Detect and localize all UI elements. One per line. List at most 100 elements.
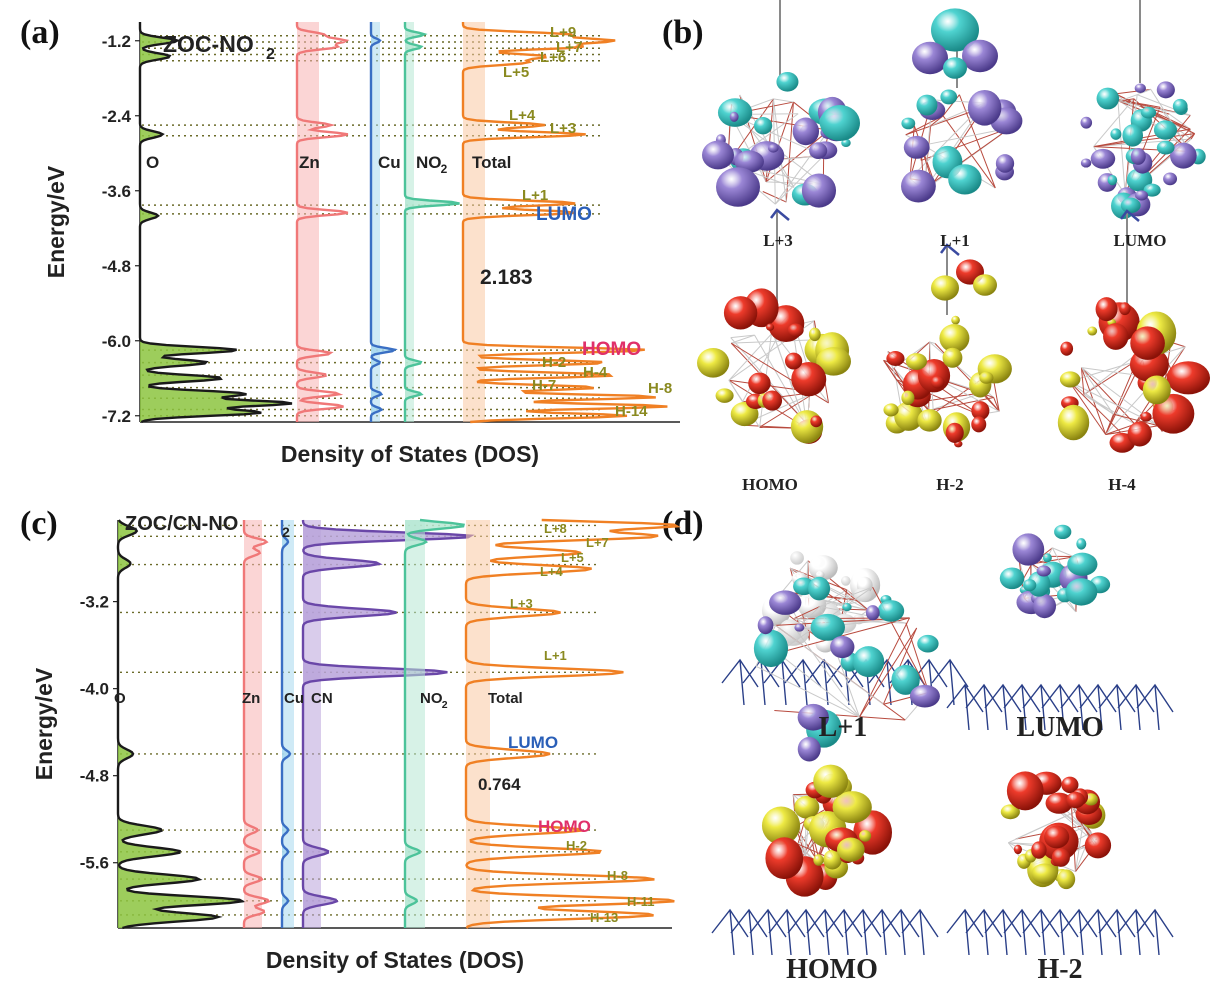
orbital-caption: HOMO bbox=[786, 954, 878, 983]
orbital-lobe bbox=[729, 111, 739, 122]
dos-curve-total bbox=[461, 22, 668, 424]
cage-bond bbox=[765, 129, 830, 183]
column-label: NO bbox=[420, 690, 443, 707]
orbital-caption: L+1 bbox=[819, 712, 868, 743]
orbital-lobe bbox=[1060, 341, 1074, 356]
cn-bond bbox=[1041, 908, 1079, 956]
column-label: O bbox=[114, 690, 126, 707]
dos-band-total bbox=[463, 22, 485, 422]
y-tick-label: -4.0 bbox=[80, 680, 109, 699]
orbital-lobe bbox=[768, 143, 779, 153]
orbital-level-label: H-8 bbox=[648, 380, 672, 397]
y-tick-label: -2.4 bbox=[102, 107, 132, 126]
cn-bond bbox=[1117, 683, 1155, 731]
orbital-b-homo bbox=[697, 208, 851, 444]
orbital-lobe bbox=[836, 837, 865, 862]
cage-bond bbox=[759, 391, 816, 428]
y-axis-label: Energy/eV bbox=[43, 165, 69, 278]
orbital-level-label: L+4 bbox=[509, 107, 536, 124]
column-label: Zn bbox=[242, 690, 260, 707]
cage-bond bbox=[1081, 367, 1136, 425]
orbital-lobe bbox=[1166, 361, 1211, 395]
orbital-caption: LUMO bbox=[1114, 231, 1167, 250]
orbital-lobe bbox=[840, 576, 851, 586]
orbital-lobe bbox=[905, 353, 927, 370]
orbital-level-label: HOMO bbox=[538, 817, 591, 836]
orbital-level-label: H-8 bbox=[607, 868, 628, 883]
panel-label-b: (b) bbox=[662, 14, 704, 51]
orbital-lobe bbox=[1051, 848, 1070, 867]
orbital-lobe bbox=[794, 795, 820, 819]
orbital-lobe bbox=[1065, 578, 1098, 606]
orbital-level-label: L+1 bbox=[522, 187, 548, 204]
y-tick-label: -5.6 bbox=[80, 854, 109, 873]
orbital-lobe bbox=[791, 362, 827, 397]
orbital-lobe bbox=[832, 791, 872, 824]
cage-bond bbox=[1093, 133, 1195, 148]
orbital-lobe bbox=[1163, 172, 1178, 186]
cage-bond bbox=[859, 627, 918, 718]
orbital-lobe bbox=[734, 150, 764, 173]
cage-bond bbox=[1117, 99, 1126, 195]
orbital-lobe bbox=[765, 837, 804, 880]
orbital-lobe bbox=[1096, 87, 1120, 110]
orbital-level-label: H-4 bbox=[583, 364, 608, 381]
orbital-lobe bbox=[943, 57, 967, 79]
cage-bond bbox=[795, 629, 860, 718]
orbital-lobe bbox=[823, 849, 842, 870]
cage-bond bbox=[1093, 98, 1135, 147]
dos-curve-total bbox=[464, 518, 681, 929]
orbital-lobe bbox=[1045, 792, 1073, 814]
orbital-caption: H-2 bbox=[1037, 954, 1082, 983]
orbital-lobe bbox=[1057, 869, 1076, 890]
orbital-b-l1 bbox=[901, 8, 1023, 203]
cage-bond bbox=[942, 115, 996, 189]
orbital-lobe bbox=[748, 372, 771, 395]
orbital-lobe bbox=[852, 646, 885, 678]
orbital-lobe bbox=[1143, 183, 1161, 197]
cn-bond bbox=[1060, 908, 1098, 956]
x-axis-label: Density of States (DOS) bbox=[266, 947, 524, 973]
cn-bond bbox=[901, 908, 939, 956]
y-tick-label: -3.2 bbox=[80, 593, 109, 612]
cage-bond bbox=[1068, 381, 1107, 435]
orbital-level-label: H-11 bbox=[627, 894, 654, 909]
chart-title-subscript: 2 bbox=[282, 524, 290, 540]
orbital-b-h2 bbox=[883, 243, 1012, 448]
orbital-level-label: H-13 bbox=[590, 910, 618, 925]
dos-band-no2 bbox=[405, 22, 414, 422]
dos-band-no2 bbox=[405, 520, 425, 928]
y-tick-label: -6.0 bbox=[102, 332, 131, 351]
orbital-lobe bbox=[830, 635, 855, 659]
orbital-lobe bbox=[1134, 83, 1146, 93]
column-label-subscript: 2 bbox=[441, 162, 448, 176]
cn-bond bbox=[965, 908, 1003, 956]
cage-bond bbox=[793, 605, 821, 620]
cage-bond bbox=[1093, 138, 1192, 148]
orbital-lobe bbox=[1130, 326, 1165, 360]
orbital-caption: H-2 bbox=[936, 475, 963, 494]
cage-bond bbox=[1083, 394, 1114, 415]
chart-title: ZOC-NO bbox=[163, 31, 254, 57]
orbital-b-h4 bbox=[1057, 209, 1211, 453]
cn-bond bbox=[825, 908, 863, 956]
orbital-lobe bbox=[1107, 174, 1118, 186]
cage-bond bbox=[1117, 99, 1191, 152]
orbital-lobe bbox=[797, 736, 821, 762]
cage-bond bbox=[775, 624, 884, 705]
orbital-lobe bbox=[1152, 393, 1195, 434]
column-label: Cu bbox=[378, 153, 401, 172]
orbital-lobe bbox=[1153, 120, 1178, 140]
orbital-lobe bbox=[1127, 421, 1152, 447]
cn-bond bbox=[768, 908, 806, 956]
dos-curve-zn bbox=[295, 22, 350, 422]
cage-bond bbox=[1068, 381, 1122, 433]
cn-bond bbox=[749, 908, 787, 956]
cage-bond bbox=[1081, 367, 1114, 415]
orbital-lobe bbox=[716, 167, 760, 207]
orbital-lobe bbox=[761, 806, 801, 845]
cage-bond bbox=[774, 155, 825, 205]
orbital-lobe bbox=[967, 89, 1002, 126]
orbital-lobe bbox=[916, 94, 938, 116]
